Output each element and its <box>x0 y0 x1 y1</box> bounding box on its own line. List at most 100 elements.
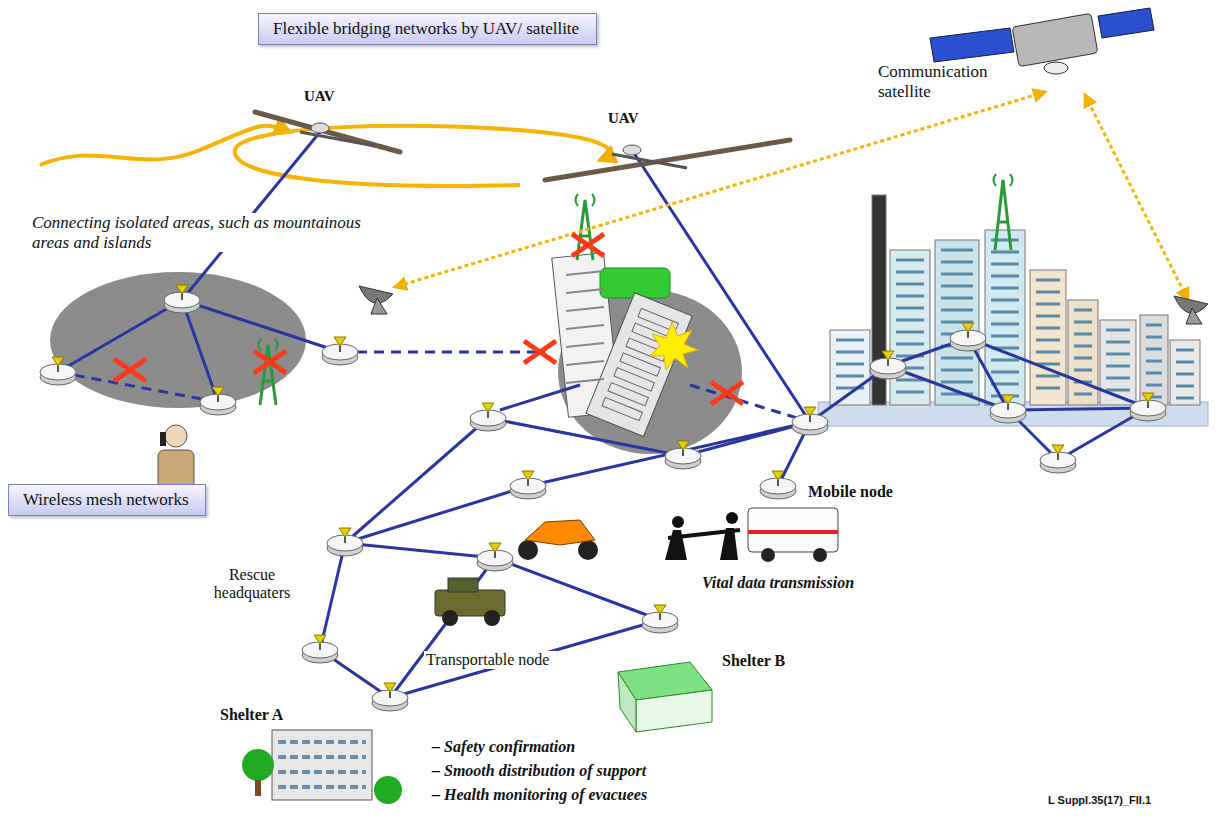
mesh-link <box>345 543 495 558</box>
window-row <box>941 249 973 252</box>
uav-label: UAV <box>304 88 335 105</box>
window-row <box>566 361 604 365</box>
tree-trunk <box>255 780 261 796</box>
window-row <box>991 311 1019 314</box>
window-row <box>896 259 924 262</box>
mesh-link <box>345 486 528 543</box>
wheel <box>813 548 827 562</box>
motorcycle <box>525 520 595 545</box>
mesh-link <box>182 300 340 352</box>
wheel <box>578 540 598 560</box>
window-row <box>1074 333 1092 336</box>
window-row <box>836 375 864 378</box>
mesh-link <box>345 418 488 543</box>
satellite-label: Communication satellite <box>878 62 1028 101</box>
mesh-antenna-head <box>962 323 974 332</box>
node-label: Mobile node <box>808 483 893 501</box>
window-row <box>1036 375 1060 378</box>
mesh-antenna-head <box>1002 395 1014 404</box>
window-row <box>1176 397 1194 400</box>
stretcher <box>668 530 740 538</box>
shelter-wall <box>618 672 636 732</box>
jeep-top <box>448 578 478 592</box>
window-row <box>941 369 973 372</box>
window-row <box>991 359 1019 362</box>
mesh-antenna-head <box>482 403 494 412</box>
tree <box>374 776 402 804</box>
window-row <box>896 319 924 322</box>
satellite-body <box>1012 13 1098 66</box>
mesh-antenna-head <box>52 357 64 366</box>
mesh-antenna-head <box>1142 393 1154 402</box>
window-row <box>1074 321 1092 324</box>
window-row <box>896 307 924 310</box>
window-row <box>896 295 924 298</box>
person-head <box>165 425 187 447</box>
wheel <box>518 540 538 560</box>
window-row <box>941 309 973 312</box>
window-row <box>941 285 973 288</box>
mesh-link <box>488 418 683 456</box>
note: Vital data transmission <box>700 574 856 592</box>
mesh-antenna-head <box>384 683 396 692</box>
window-row <box>1146 324 1162 327</box>
shelter-wall <box>636 690 712 732</box>
satellite-link <box>1085 95 1188 300</box>
shelter-building <box>272 730 372 800</box>
mesh-antenna-head <box>677 441 689 450</box>
bullet-note: – Smooth distribution of support <box>432 762 646 780</box>
window-row <box>991 263 1019 266</box>
window-row <box>566 271 604 275</box>
mesh-link <box>500 385 580 410</box>
mesh-antenna-head <box>334 337 346 346</box>
person-body <box>158 450 194 488</box>
window-row <box>1106 353 1130 356</box>
mesh-antenna-head <box>176 285 188 294</box>
mesh-link <box>390 558 495 698</box>
uav-label: UAV <box>608 110 639 127</box>
mesh-antenna-head <box>522 471 534 480</box>
window-row <box>941 381 973 384</box>
window-row <box>1036 303 1060 306</box>
solar-panel <box>930 28 1014 62</box>
bullet-note: – Safety confirmation <box>432 738 575 756</box>
uav-fuselage <box>300 132 375 146</box>
collapsed-building <box>586 293 692 437</box>
rescuer-head <box>672 516 684 528</box>
window-row <box>1146 360 1162 363</box>
window-row <box>278 770 366 774</box>
window-row <box>896 283 924 286</box>
mesh-link <box>528 422 810 486</box>
ambulance-stripe <box>748 530 838 534</box>
place-label: Shelter B <box>722 652 785 670</box>
window-row <box>896 331 924 334</box>
radio <box>160 432 166 446</box>
window-row <box>991 287 1019 290</box>
window-row <box>1146 336 1162 339</box>
window-row <box>896 343 924 346</box>
window-row <box>566 307 604 311</box>
mesh-antenna-head <box>804 407 816 416</box>
mesh-antenna-head <box>212 387 224 396</box>
dish-mount <box>1186 308 1202 324</box>
window-row <box>1106 329 1130 332</box>
window-row <box>1036 291 1060 294</box>
window-row <box>941 273 973 276</box>
mesh-link <box>495 558 660 620</box>
window-row <box>1074 369 1092 372</box>
broken-link <box>690 385 810 422</box>
window-row <box>566 289 604 293</box>
window-row <box>1036 327 1060 330</box>
window-row <box>991 371 1019 374</box>
window-row <box>278 755 366 759</box>
mesh-link <box>1008 408 1148 410</box>
mesh-antenna-head <box>489 543 501 552</box>
window-row <box>836 363 864 366</box>
window-row <box>1176 361 1194 364</box>
rescuer-head <box>726 512 738 524</box>
window-row <box>1146 384 1162 387</box>
window-row <box>1036 279 1060 282</box>
uav-wing <box>545 140 790 180</box>
radio-waves <box>994 174 1013 186</box>
